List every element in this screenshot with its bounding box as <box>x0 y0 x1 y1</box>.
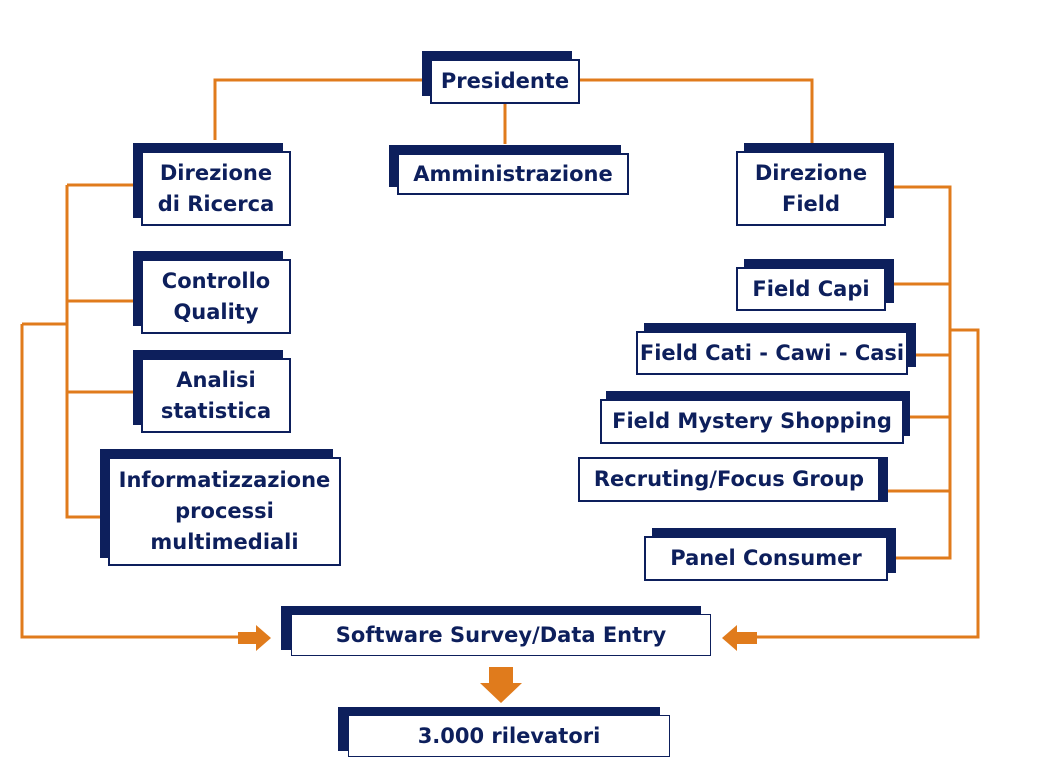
quality-control-box: Controllo Quality <box>141 259 291 334</box>
line-left-spine <box>65 183 135 519</box>
line-right-outer <box>752 328 980 639</box>
surveyors-box: 3.000 rilevatori <box>348 715 670 757</box>
arrow-down-icon <box>480 667 522 703</box>
research-direction-box: Direzione di Ricerca <box>141 151 291 226</box>
panel-consumer-box: Panel Consumer <box>644 536 888 581</box>
focus-group-box: Recruting/Focus Group <box>578 457 880 502</box>
statistical-analysis-box: Analisi statistica <box>141 358 291 433</box>
president-box: Presidente <box>430 59 580 104</box>
software-survey-box: Software Survey/Data Entry <box>291 614 711 656</box>
mystery-shopping-box: Field Mystery Shopping <box>600 399 904 444</box>
field-cati-box: Field Cati - Cawi - Casi <box>636 331 908 375</box>
line-group <box>20 78 980 639</box>
field-capi-box: Field Capi <box>736 267 886 311</box>
administration-box: Amministrazione <box>397 153 629 195</box>
field-direction-box: Direzione Field <box>736 151 886 226</box>
multimedia-it-box: Informatizzazione processi multimediali <box>108 457 341 566</box>
line-right-spine <box>888 185 952 560</box>
arrow-left-icon <box>722 625 757 651</box>
line-left-outer <box>20 322 240 639</box>
line-top-branch <box>213 78 814 145</box>
arrow-right-icon <box>238 625 271 651</box>
